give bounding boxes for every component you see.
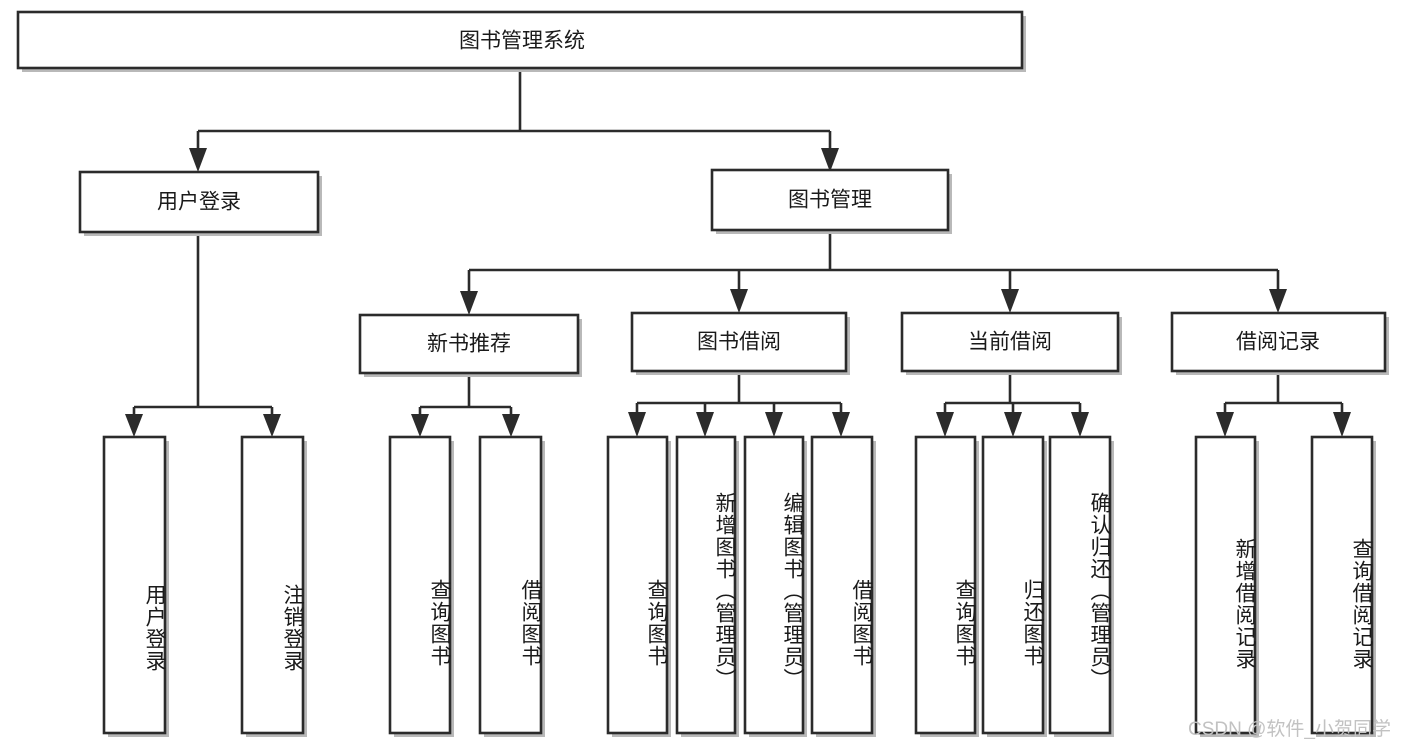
borrow-record-node-label: 借阅记录: [1236, 331, 1320, 354]
arrow-user-login-leaf-1: [125, 414, 143, 437]
book-borrow-node-box[interactable]: [630, 311, 848, 373]
node-label-group: 图书管理系统 用户登录 图书管理 新书推荐 图书借阅 当前借阅 借阅记录: [157, 30, 1320, 356]
arrow-current-borrow-leaf-3: [1071, 412, 1089, 437]
arrow-to-book-borrow: [730, 289, 748, 313]
leaf-record-query-label: 查询借阅记录: [1350, 538, 1373, 670]
arrow-borrow-record-leaf-1: [1216, 412, 1234, 437]
leaf-new-book-query-label: 查询图书: [428, 578, 451, 667]
node-box-group: [16, 10, 1389, 737]
leaf-current-confirm-label: 确认归还（管理员）: [1088, 491, 1111, 690]
root-node-box[interactable]: [16, 10, 1024, 70]
book-mgmt-node-label: 图书管理: [788, 189, 872, 212]
leaf-new-book-query-box[interactable]: [388, 435, 452, 735]
leaf-current-query-label: 查询图书: [953, 578, 976, 667]
current-borrow-node-label: 当前借阅: [968, 331, 1052, 354]
arrow-current-borrow-leaf-2: [1004, 412, 1022, 437]
arrow-user-login-leaf-2: [263, 414, 281, 437]
leaf-new-book-borrow-box[interactable]: [478, 435, 543, 735]
leaf-logout-box[interactable]: [240, 435, 305, 735]
leaf-borrow-query-box[interactable]: [606, 435, 669, 735]
new-book-node-label: 新书推荐: [427, 333, 511, 356]
book-mgmt-node-box[interactable]: [710, 168, 950, 232]
arrow-to-borrow-record: [1269, 289, 1287, 313]
arrow-book-borrow-leaf-2: [696, 412, 714, 437]
leaf-current-confirm-box[interactable]: [1048, 435, 1112, 735]
current-borrow-node-box[interactable]: [900, 311, 1120, 373]
arrow-current-borrow-leaf-1: [936, 412, 954, 437]
leaf-borrow-query-label: 查询图书: [645, 578, 668, 667]
leaf-user-login-box[interactable]: [102, 435, 167, 735]
arrow-book-borrow-leaf-3: [765, 412, 783, 437]
leaf-current-return-label: 归还图书: [1021, 578, 1044, 667]
leaf-record-query-box[interactable]: [1310, 435, 1374, 735]
leaf-record-add-label: 新增借阅记录: [1233, 538, 1256, 670]
new-book-node-box[interactable]: [358, 313, 580, 375]
leaf-borrow-edit-label: 编辑图书（管理员）: [781, 491, 804, 690]
borrow-record-node-box[interactable]: [1170, 311, 1387, 373]
user-login-node-box[interactable]: [78, 170, 320, 234]
leaf-borrow-lend-box[interactable]: [810, 435, 874, 735]
leaf-borrow-lend-label: 借阅图书: [850, 578, 873, 667]
leaf-user-login-label: 用户登录: [143, 583, 166, 672]
leaf-new-book-borrow-label: 借阅图书: [519, 578, 542, 667]
arrow-new-book-leaf-1: [411, 414, 429, 437]
leaf-record-add-box[interactable]: [1194, 435, 1257, 735]
book-borrow-node-label: 图书借阅: [697, 331, 781, 354]
arrow-book-borrow-leaf-4: [832, 412, 850, 437]
arrow-to-current-borrow: [1001, 289, 1019, 313]
root-node-label: 图书管理系统: [459, 30, 585, 53]
arrow-root-to-user-login: [189, 148, 207, 172]
arrow-new-book-leaf-2: [502, 414, 520, 437]
user-login-node-label: 用户登录: [157, 191, 241, 214]
leaf-current-return-box[interactable]: [981, 435, 1045, 735]
leaf-borrow-add-label: 新增图书（管理员）: [713, 491, 736, 690]
arrow-to-new-book-recommend: [460, 291, 478, 315]
leaf-borrow-edit-box[interactable]: [743, 435, 805, 735]
arrow-borrow-record-leaf-2: [1333, 412, 1351, 437]
leaf-current-query-box[interactable]: [914, 435, 977, 735]
connector-group: [125, 68, 1351, 437]
csdn-watermark: CSDN @软件_小贺同学: [1188, 719, 1391, 740]
leaf-borrow-add-box[interactable]: [675, 435, 737, 735]
arrow-book-borrow-leaf-1: [628, 412, 646, 437]
leaf-logout-label: 注销登录: [281, 583, 304, 672]
arrow-root-to-book-mgmt: [821, 148, 839, 172]
